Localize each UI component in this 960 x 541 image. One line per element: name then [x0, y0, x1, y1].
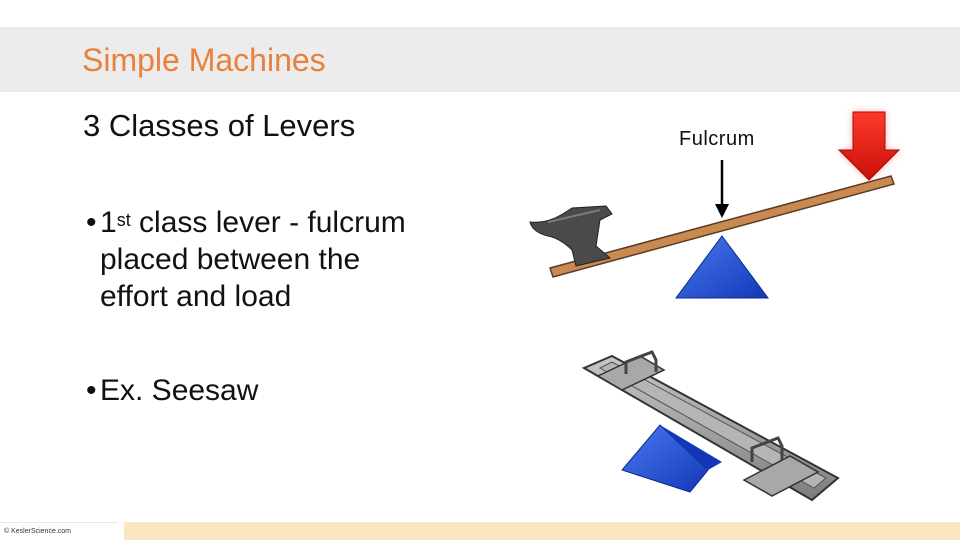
seesaw-icon	[581, 350, 840, 502]
bullet-lead: 1	[100, 206, 117, 239]
bullet-marker: •	[86, 374, 97, 407]
footer-band	[124, 522, 960, 540]
fulcrum-triangle-icon	[675, 235, 769, 299]
fulcrum-label: Fulcrum	[679, 128, 755, 150]
fulcrum-pointer-arrow-icon	[715, 160, 729, 218]
bullet-marker: •	[86, 206, 97, 239]
anvil-icon	[529, 205, 613, 267]
effort-arrow-icon	[837, 111, 901, 181]
copyright-text: © KeslerScience.com	[4, 528, 72, 535]
bullet-first-class-lever: •1st class lever - fulcrum placed betwee…	[86, 204, 486, 315]
bullet-example: •Ex. Seesaw	[86, 372, 486, 409]
bullet-superscript: st	[116, 210, 131, 230]
slide-subtitle: 3 Classes of Levers	[83, 108, 356, 143]
footer-copyright-area: © KeslerScience.com	[0, 522, 118, 541]
bullet-line1: class lever - fulcrum	[130, 206, 406, 239]
lever-beam-icon	[549, 175, 895, 278]
bullet-line3: effort and load	[100, 280, 292, 313]
header-band	[0, 27, 960, 92]
slide-title: Simple Machines	[82, 42, 326, 78]
bullet-line2: placed between the	[100, 243, 361, 276]
bullet-example-text: Ex. Seesaw	[100, 374, 259, 407]
